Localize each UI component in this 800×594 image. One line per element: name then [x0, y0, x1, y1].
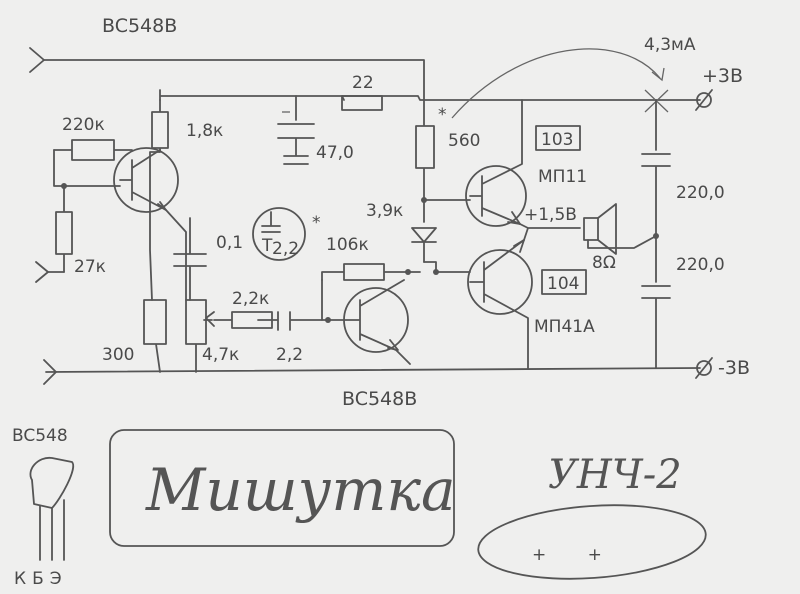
label-c220-bottom: 220,0: [676, 255, 725, 275]
capacitor-220-bottom: [641, 235, 671, 369]
capacitor-47: [277, 95, 315, 165]
label-bias-voltage: +1,5В: [524, 205, 577, 225]
label-plus-3v: +3В: [702, 65, 743, 87]
resistor-220k: [53, 139, 133, 161]
resistor-106k: [321, 263, 471, 281]
label-r560: 560: [448, 131, 480, 151]
resistor-22: [341, 95, 383, 111]
name-box: [109, 429, 455, 547]
label-c220-top: 220,0: [676, 183, 725, 203]
resistor-27k: [55, 185, 73, 273]
label-speaker-ohms: 8Ω: [592, 253, 616, 273]
diode: [411, 199, 437, 263]
label-vt3-type: МП11: [538, 167, 587, 187]
title-marks: + +: [532, 545, 620, 565]
current-annotation-line: [451, 48, 661, 119]
label-r27k: 27к: [74, 257, 106, 277]
transistor-bc548-1: [113, 147, 179, 213]
resistor-560: [415, 99, 435, 201]
input-arrow-top: [29, 47, 425, 101]
label-r3-9k: 3,9к: [366, 201, 403, 221]
plus-terminal: [644, 89, 713, 113]
speaker: [583, 203, 657, 255]
label-c47: 47,0: [316, 143, 354, 163]
capacitor-badge: [252, 207, 306, 261]
transistor-bc548-2: [321, 279, 411, 365]
capacitor-2-2: [257, 311, 331, 331]
capacitor-220-top: [641, 99, 671, 237]
label-vt3-code: 103: [541, 130, 573, 150]
label-c0-1: 0,1: [216, 233, 243, 253]
input-arrow-bottom: [43, 359, 57, 385]
label-star-560: *: [438, 105, 447, 125]
wire-collector-1: [149, 151, 161, 301]
label-r4-7k: 4,7к: [202, 345, 239, 365]
wire-220k-down: [53, 149, 121, 187]
label-star-106k: *: [312, 213, 321, 233]
label-bc548b-top: BC548B: [102, 15, 177, 37]
label-badge-value: 2,2: [272, 239, 299, 259]
label-bc548b-bottom: BC548B: [342, 388, 417, 410]
vt4-code-box: [541, 269, 587, 295]
label-r2-2k: 2,2к: [232, 289, 269, 309]
title-model: УНЧ-2: [548, 452, 682, 498]
capacitor-0-1: [173, 217, 207, 301]
model-oval: [477, 504, 707, 580]
label-pin-letters: КБЭ: [14, 569, 68, 589]
title-name: Мишутка: [145, 456, 456, 524]
label-r1-8k: 1,8к: [186, 121, 223, 141]
label-c2-2: 2,2: [276, 345, 303, 365]
label-vt4-type: МП41А: [534, 317, 595, 337]
label-current: 4,3мА: [644, 35, 696, 55]
label-bc548-pinout: BC548: [12, 426, 68, 446]
label-t-badge: T: [261, 236, 273, 256]
label-r300: 300: [102, 345, 134, 365]
label-r220k: 220к: [62, 115, 105, 135]
minus-rail: [45, 367, 701, 373]
resistor-1-8k: [151, 99, 169, 153]
input-arrow-left: [35, 261, 49, 283]
transistor-mp41a: [467, 239, 533, 369]
transistor-mp11: [465, 99, 527, 227]
plus-rail: [159, 89, 701, 101]
wire-emitter-1: [165, 209, 187, 301]
label-vt4-code: 104: [547, 274, 579, 294]
label-minus-3v: -3В: [718, 357, 750, 379]
label-r22: 22: [352, 73, 374, 93]
minus-terminal: [695, 357, 713, 379]
transistor-pinout-drawing: [29, 457, 75, 561]
resistor-2-2k: [213, 311, 273, 329]
resistor-300: [143, 299, 167, 373]
wire-output-node: [519, 223, 581, 241]
vt3-code-box: [535, 125, 581, 151]
label-r106k: 106к: [326, 235, 369, 255]
